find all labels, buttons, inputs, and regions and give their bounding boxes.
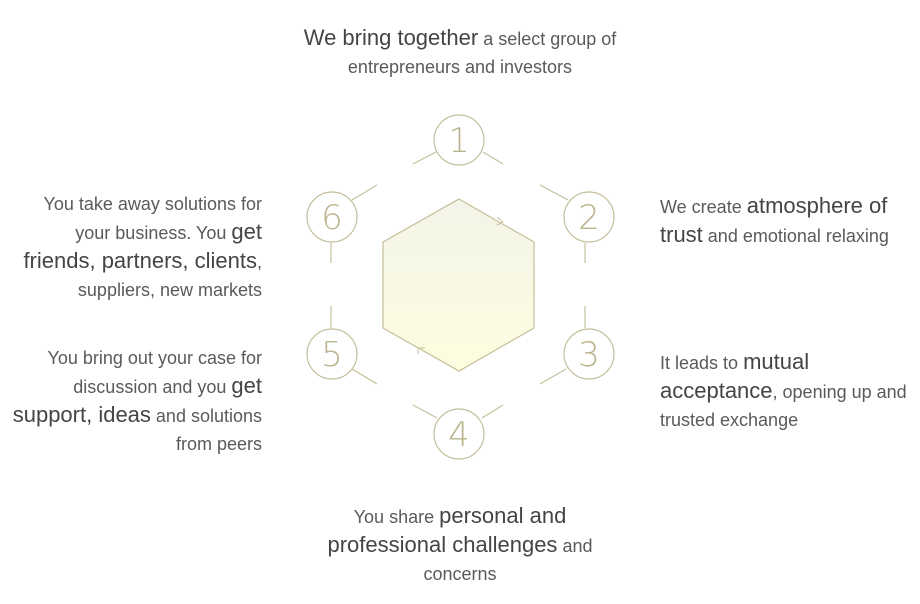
step-circle xyxy=(306,191,358,243)
step-circle xyxy=(433,408,485,460)
step-2-text: We create atmosphere of trust and emotio… xyxy=(660,193,889,247)
step-number: 4 xyxy=(448,415,470,455)
step-number: 6 xyxy=(321,198,343,238)
center-hexagon xyxy=(382,198,535,372)
step-number: 5 xyxy=(321,335,343,375)
step-4-text: You share personal and professional chal… xyxy=(327,503,593,584)
step-3-text: It leads to mutual acceptance, opening u… xyxy=(660,349,907,430)
step-number: 2 xyxy=(578,198,600,238)
step-number: 3 xyxy=(578,335,600,375)
step-1-text: We bring together a select group of entr… xyxy=(303,25,617,77)
step-circle xyxy=(563,328,615,380)
step-circle xyxy=(433,114,485,166)
step-circle xyxy=(563,191,615,243)
step-circle xyxy=(306,328,358,380)
step-number: 1 xyxy=(448,121,470,161)
arrow-icon xyxy=(417,347,425,354)
step-6-text: You take away solutions for your busines… xyxy=(23,194,262,300)
arrow-icon xyxy=(496,216,504,226)
connector-lines xyxy=(330,151,586,419)
step-5-text: You bring out your case for discussion a… xyxy=(12,348,262,454)
